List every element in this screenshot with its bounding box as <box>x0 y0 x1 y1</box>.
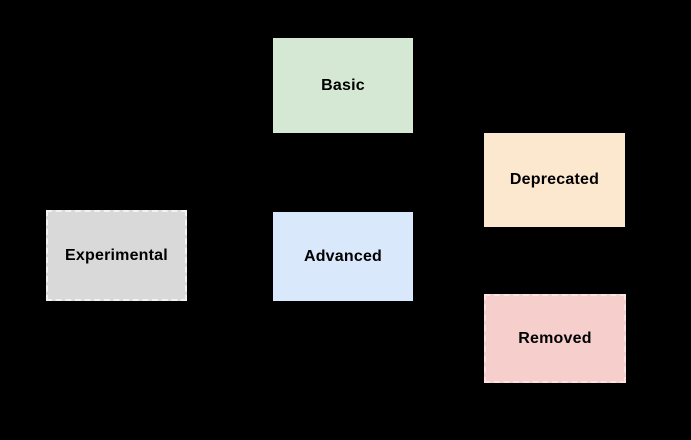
diagram-node-basic-label: Basic <box>321 76 365 94</box>
diagram-node-experimental-label: Experimental <box>65 246 168 264</box>
diagram-node-removed[interactable]: Removed <box>484 294 626 383</box>
diagram-node-advanced[interactable]: Advanced <box>273 212 413 301</box>
diagram-node-deprecated[interactable]: Deprecated <box>484 133 625 227</box>
diagram-node-experimental[interactable]: Experimental <box>46 210 187 301</box>
diagram-node-basic[interactable]: Basic <box>273 38 413 133</box>
diagram-node-advanced-label: Advanced <box>303 247 383 265</box>
diagram-node-deprecated-label: Deprecated <box>509 171 600 189</box>
diagram-node-removed-label: Removed <box>518 329 592 347</box>
